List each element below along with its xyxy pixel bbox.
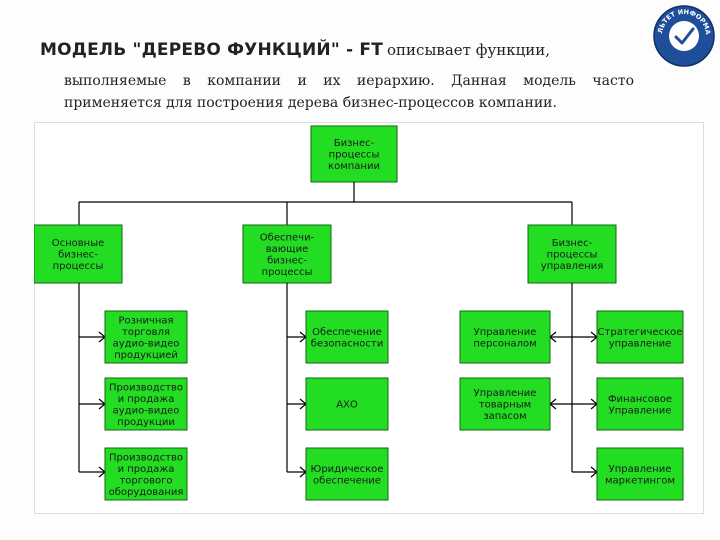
category-management — [527, 224, 617, 284]
support-leaf-1-text-line: безопасности — [311, 338, 383, 349]
management-right-leaf-1-text-line: Стратегическое — [598, 327, 683, 338]
core-leaf-3-text-line: торгового — [119, 475, 172, 486]
core-leaf-3 — [104, 447, 188, 501]
core-leaf-2-text-line: продукции — [117, 417, 175, 428]
root-node-text-line: процессы — [329, 150, 380, 161]
management-right-leaf-1-text-line: управление — [609, 338, 672, 349]
management-right-leaf-3-text-line: Управление — [609, 464, 672, 475]
support-leaf-3-text-line: обеспечение — [313, 475, 381, 486]
management-left-leaf-2-text-line: Управление — [474, 388, 537, 399]
management-left-leaf-1-text-line: Управление — [474, 327, 537, 338]
support-leaf-2 — [305, 377, 389, 431]
description: выполняемые в компании и их иерархию. Да… — [64, 70, 634, 114]
management-left-leaf-2-text-line: товарным — [479, 400, 531, 411]
description-line-2: применяется для построения дерева бизнес… — [64, 95, 557, 111]
support-leaf-1 — [305, 310, 389, 364]
root-node-text-line: компании — [328, 161, 380, 172]
logo-check-icon — [674, 27, 695, 45]
description-line-1: выполняемые в компании и их иерархию. Да… — [64, 73, 634, 89]
root-node-text-line: Бизнес- — [334, 138, 375, 149]
core-leaf-2-text-line: аудио-видео — [113, 405, 180, 416]
management-right-leaf-2 — [596, 377, 684, 431]
management-right-leaf-3-text-line: маркетингом — [605, 475, 675, 486]
core-leaf-3-text-line: и продажа — [118, 464, 175, 475]
core-leaf-2-text-line: Производство — [109, 382, 183, 393]
category-core-text-line: бизнес- — [58, 250, 98, 261]
category-support-text-line: бизнес- — [267, 255, 307, 266]
support-leaf-3 — [305, 447, 389, 501]
title-continuation: описывает функции, — [387, 41, 551, 59]
management-right-leaf-1 — [596, 310, 684, 364]
management-left-leaf-2 — [459, 377, 551, 431]
root-node — [310, 125, 398, 183]
core-leaf-3-text-line: Производство — [109, 452, 183, 463]
management-right-leaf-2-text-line: Финансовое — [608, 394, 672, 405]
category-support-text-line: вающие — [266, 244, 309, 255]
category-management-text-line: Бизнес- — [552, 238, 593, 249]
core-leaf-3-text-line: оборудования — [109, 487, 184, 498]
management-right-leaf-3 — [596, 447, 684, 501]
support-leaf-1-text-line: Обеспечение — [312, 327, 382, 338]
management-right-leaf-2-text-line: Управление — [609, 405, 672, 416]
management-left-leaf-1-text-line: персоналом — [473, 338, 536, 349]
core-leaf-1 — [104, 310, 188, 364]
category-management-text-line: процессы — [547, 250, 598, 261]
management-left-leaf-2-text-line: запасом — [483, 411, 526, 422]
management-left-leaf-1 — [459, 310, 551, 364]
core-leaf-2-text-line: и продажа — [118, 394, 175, 405]
faculty-logo: ФАКУЛЬТЕТ ИНФОРМАТИКИ — [652, 4, 715, 67]
core-leaf-1-text-line: Розничная — [118, 315, 173, 326]
category-core-text-line: процессы — [53, 261, 104, 272]
category-support — [242, 224, 332, 284]
category-core — [34, 224, 123, 284]
title-model-name: МОДЕЛЬ "ДЕРЕВО ФУНКЦИЙ" - FT — [40, 40, 384, 60]
core-leaf-1-text-line: продукцией — [114, 350, 178, 361]
category-core-text-line: Основные — [52, 238, 105, 249]
support-leaf-3-text-line: Юридическое — [311, 464, 384, 475]
category-support-text-line: процессы — [262, 267, 313, 278]
category-management-text-line: управления — [541, 261, 603, 272]
core-leaf-2 — [104, 377, 188, 431]
support-leaf-2-text-line: АХО — [336, 400, 358, 411]
function-tree-diagram: Бизнес-процессыкомпанииОсновныебизнес-пр… — [34, 122, 704, 514]
category-support-text-line: Обеспечи- — [260, 232, 315, 243]
core-leaf-1-text-line: аудио-видео — [113, 338, 180, 349]
core-leaf-1-text-line: торговля — [122, 327, 170, 338]
